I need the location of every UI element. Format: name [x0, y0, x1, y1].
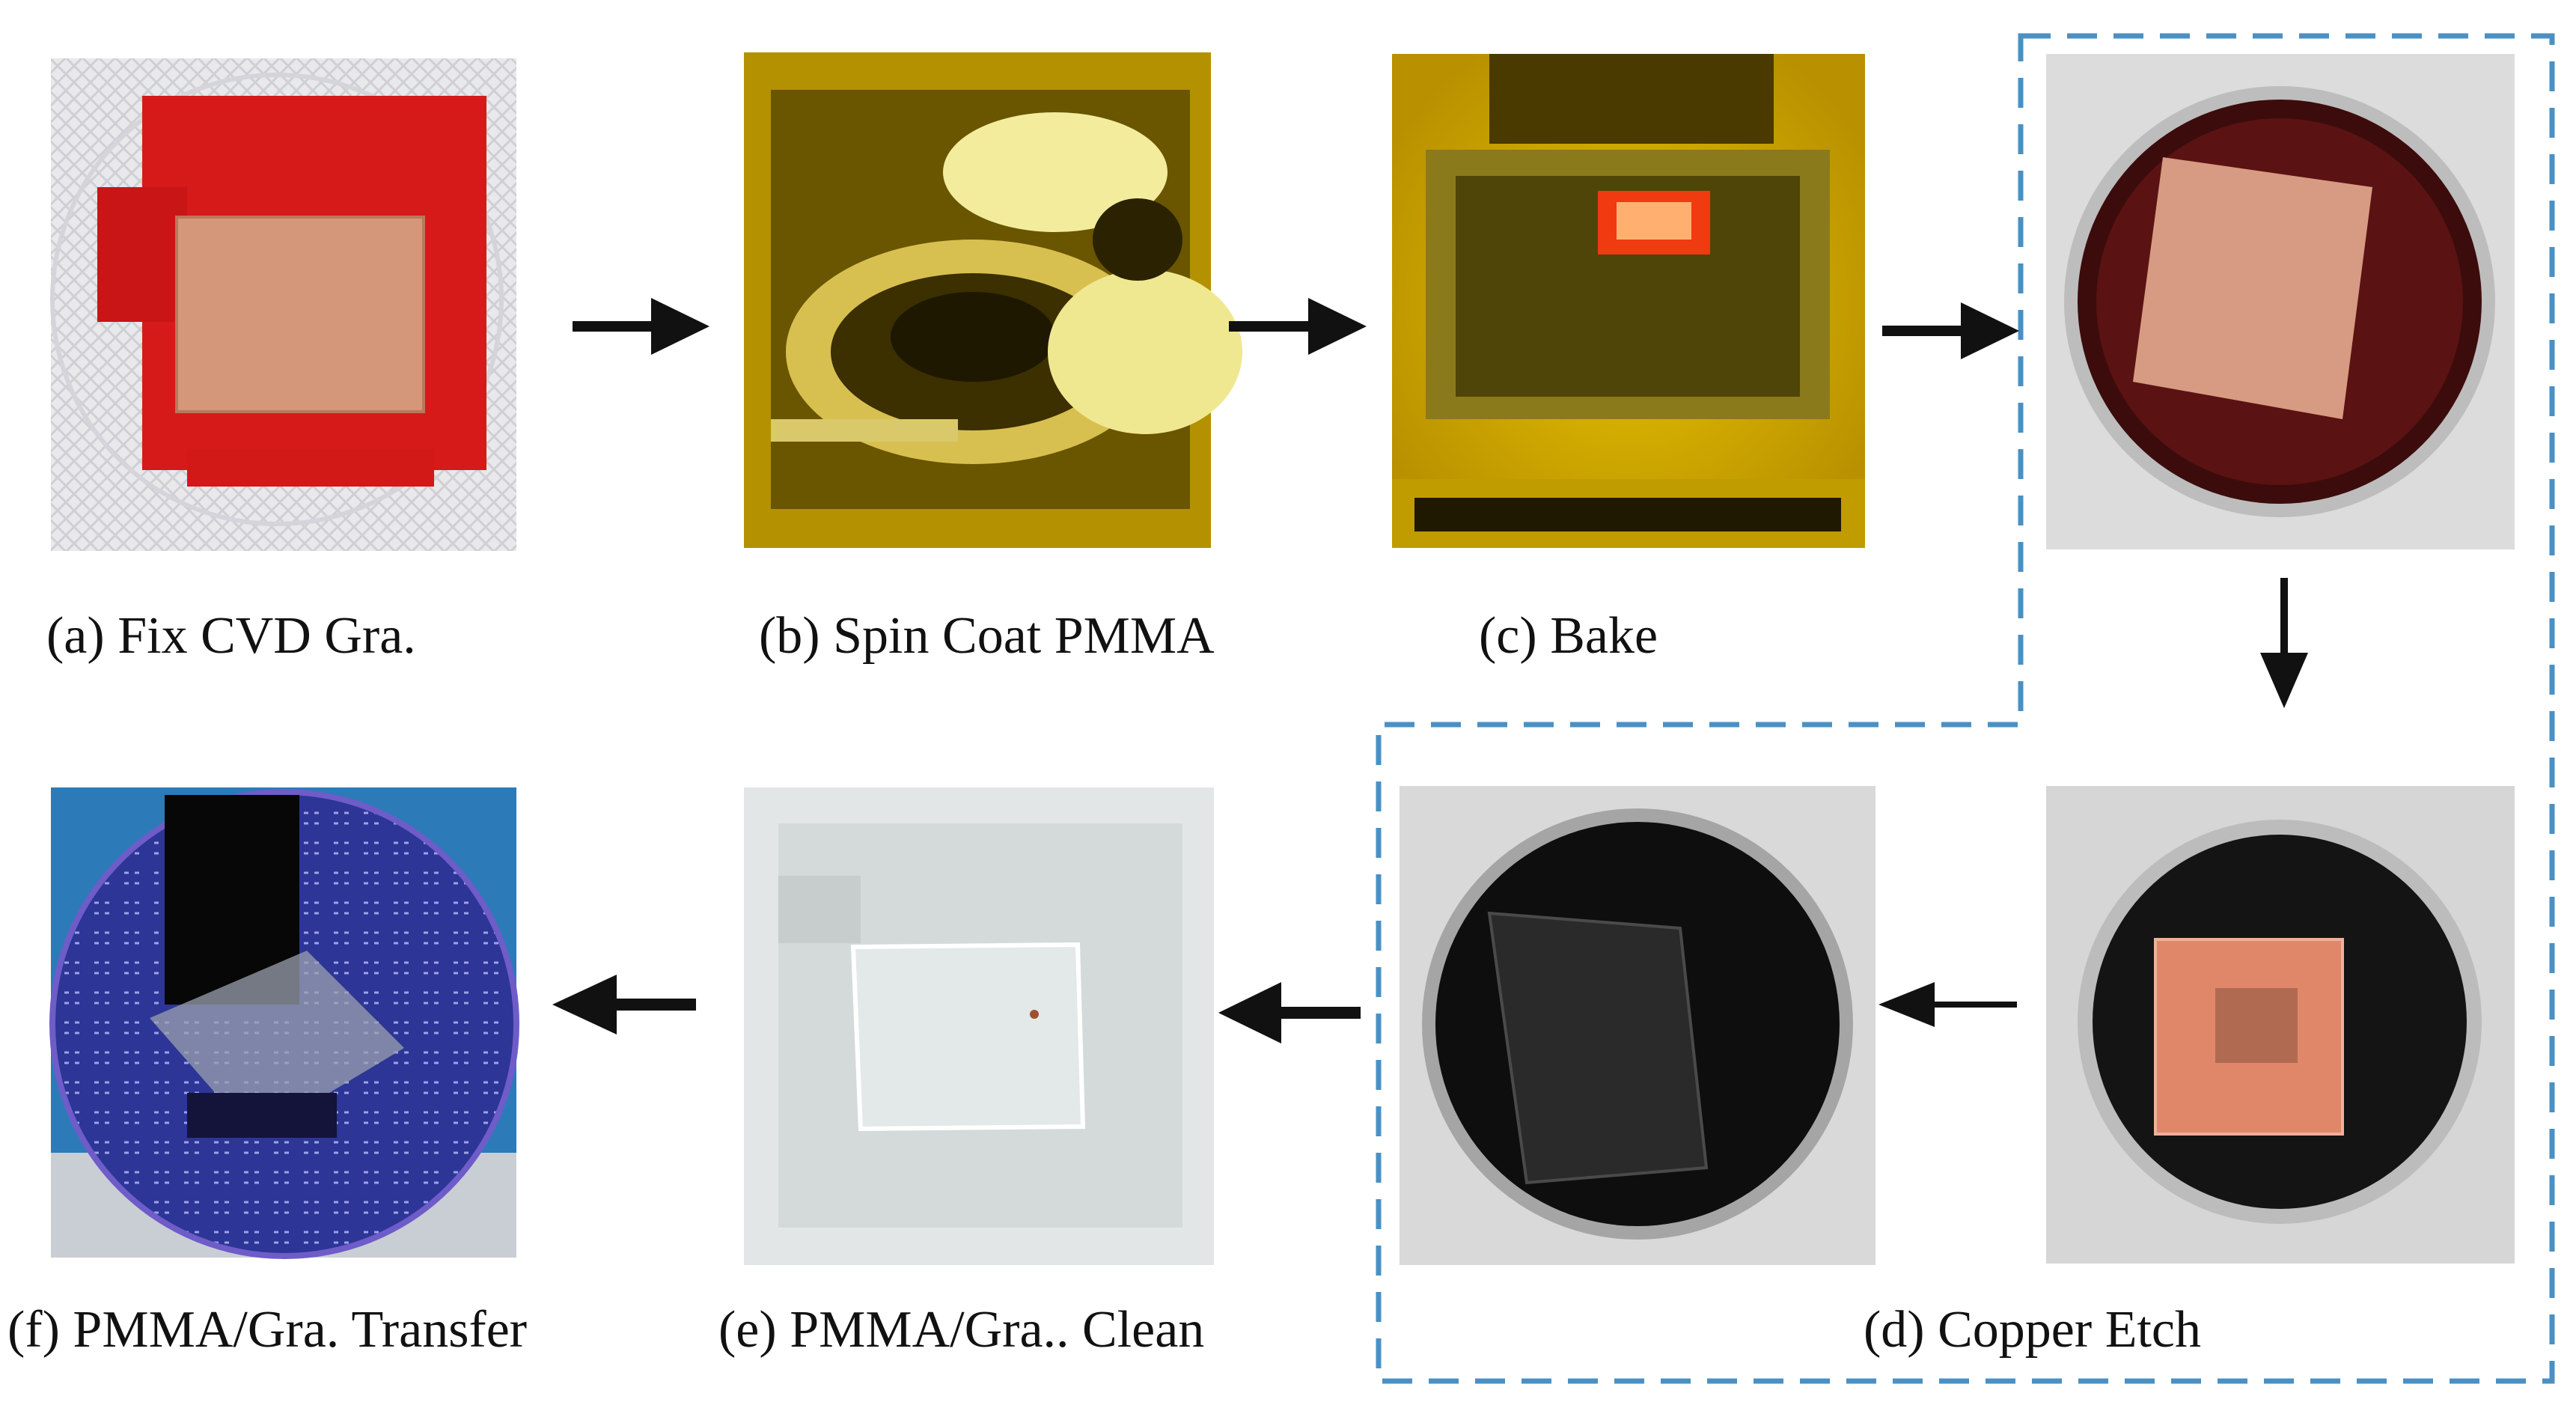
caption-d: (d) Copper Etch — [1864, 1301, 2201, 1359]
etch-progress-photo — [2046, 786, 2515, 1264]
arrow-down-etch — [2260, 578, 2308, 708]
hotplate-bake-photo — [1392, 54, 1865, 548]
copper-foil-taped-photo — [50, 58, 516, 551]
etch-complete-photo — [1400, 786, 1875, 1265]
etch-start-photo — [2046, 54, 2515, 549]
arrow-c-to-d — [1882, 302, 2019, 359]
spin-coater-photo — [744, 52, 1242, 548]
arrow-a-to-b — [573, 298, 709, 355]
caption-f: (f) PMMA/Gra. Transfer — [7, 1301, 528, 1359]
water-rinse-photo — [744, 787, 1214, 1265]
arrow-d-to-e — [1218, 982, 1361, 1043]
arrow-b-to-c — [1229, 298, 1367, 355]
caption-a: (a) Fix CVD Gra. — [46, 607, 416, 665]
arrow-left-etch — [1878, 982, 2017, 1027]
caption-c: (c) Bake — [1479, 607, 1658, 665]
caption-e: (e) PMMA/Gra.. Clean — [718, 1301, 1205, 1359]
copper-etch-boundary — [1376, 33, 2555, 1384]
wafer-transfer-photo — [49, 787, 519, 1259]
caption-b: (b) Spin Coat PMMA — [759, 607, 1215, 665]
arrow-e-to-f — [552, 975, 696, 1034]
